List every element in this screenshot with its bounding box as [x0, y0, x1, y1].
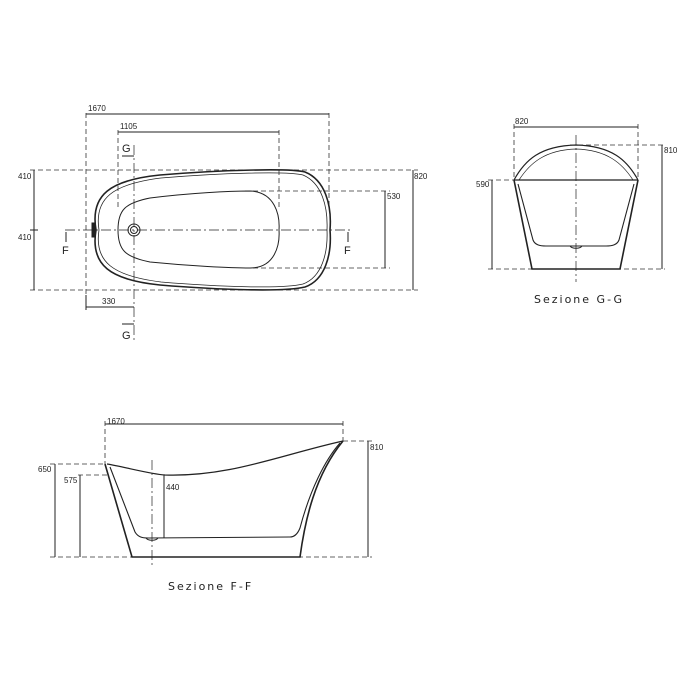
section-ff-title: Sezione F-F: [168, 580, 253, 593]
dim-half-width-bottom: 410: [18, 233, 32, 242]
dim-ff-height: 810: [370, 443, 384, 452]
dim-gg-width: 820: [515, 117, 529, 126]
dim-ff-rim-height-left: 650: [38, 465, 52, 474]
dim-overall-length: 1670: [88, 104, 106, 113]
dim-ff-depth: 440: [166, 483, 180, 492]
dim-gg-rim-height: 590: [476, 180, 490, 189]
dim-drain-offset: 330: [102, 297, 116, 306]
dim-inner-width: 530: [387, 192, 401, 201]
dim-half-width-top: 410: [18, 172, 32, 181]
dim-gg-height: 810: [664, 146, 678, 155]
plan-view: [30, 113, 418, 340]
dim-overall-width: 820: [414, 172, 428, 181]
section-marker-g-bottom: G: [122, 330, 131, 342]
dim-ff-inner-rim-height: 575: [64, 476, 78, 485]
dim-ff-length: 1670: [107, 417, 125, 426]
section-marker-g-top: G: [122, 143, 131, 155]
section-gg: [488, 124, 665, 282]
section-ff: [50, 421, 372, 568]
dim-inner-length: 1105: [120, 122, 138, 131]
section-gg-title: Sezione G-G: [534, 293, 624, 306]
section-marker-f-left: F: [62, 245, 69, 257]
section-marker-f-right: F: [344, 245, 351, 257]
